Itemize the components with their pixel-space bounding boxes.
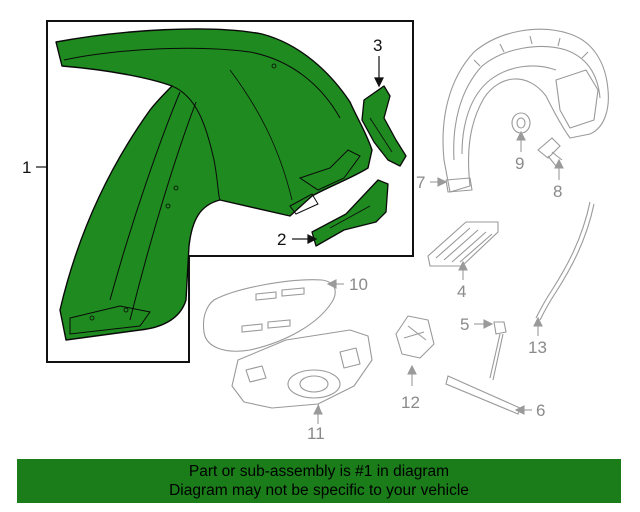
- callout-8: 8: [553, 182, 562, 201]
- disclaimer-line-1: Part or sub-assembly is #1 in diagram: [188, 463, 450, 480]
- part-11-tray[interactable]: [231, 329, 373, 411]
- callout-4: 4: [457, 282, 466, 301]
- part-3-bracket[interactable]: [361, 85, 407, 167]
- part-10-liner-panel[interactable]: [202, 279, 336, 352]
- part-13-cable[interactable]: [535, 201, 595, 321]
- part-2-extension[interactable]: [311, 179, 389, 247]
- leader-lines-dim: [313, 130, 564, 424]
- part-8-clip[interactable]: [537, 137, 563, 167]
- part-7-wheelhouse-liner[interactable]: [442, 28, 609, 193]
- callout-7: 7: [416, 173, 425, 192]
- leader-lines-highlighted: [36, 56, 384, 244]
- callout-2: 2: [277, 230, 286, 249]
- parts-diagram: 1 2 3 7 9 8 4 10 5 13 12 6 11: [22, 20, 609, 443]
- callout-11: 11: [307, 424, 325, 443]
- disclaimer-line-2: Diagram may not be specific to your vehi…: [169, 482, 469, 499]
- callout-6: 6: [536, 401, 545, 420]
- part-4-vent[interactable]: [427, 221, 499, 267]
- callout-1: 1: [22, 158, 31, 177]
- part-12-bracket[interactable]: [395, 315, 435, 359]
- callout-12: 12: [401, 393, 420, 412]
- part-1-quarter-panel[interactable]: [55, 28, 373, 341]
- callout-9: 9: [515, 154, 524, 173]
- part-5-screw[interactable]: [489, 321, 507, 381]
- callout-13: 13: [528, 338, 547, 357]
- callout-5: 5: [460, 315, 469, 334]
- disclaimer-banner: Part or sub-assembly is #1 in diagram Di…: [17, 459, 621, 503]
- callout-3: 3: [373, 36, 382, 55]
- part-9-grommet[interactable]: [511, 112, 531, 134]
- callout-10: 10: [349, 275, 368, 294]
- part-6-strip[interactable]: [445, 375, 521, 415]
